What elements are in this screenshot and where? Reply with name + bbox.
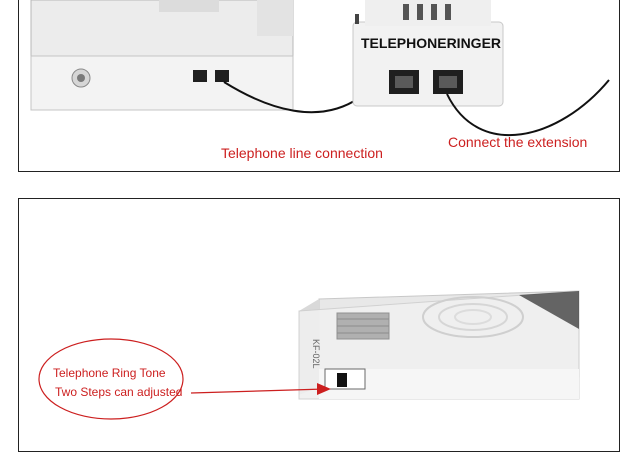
callout-ellipse: [38, 338, 184, 420]
extension-cable: [446, 79, 610, 137]
callout-text-two-steps: Two Steps can adjusted: [55, 385, 183, 399]
ringer-device: TELEPHONERINGER: [352, 0, 504, 107]
callout-arrow: [190, 383, 331, 395]
top-photo-panel: TELEPHONERINGER Telephone line connectio…: [18, 0, 620, 172]
telephone-base: [30, 0, 294, 111]
ringer-side-view: KF-02L: [298, 290, 580, 400]
side-label: KF-02L: [311, 339, 321, 369]
bottom-photo-panel: KF-02L Telephone Ring Tone Two Steps can…: [18, 198, 620, 452]
device-label: TELEPHONERINGER: [361, 35, 501, 51]
caption-line-connection: Telephone line connection: [221, 145, 383, 161]
callout-text-ring-tone: Telephone Ring Tone: [53, 366, 166, 380]
caption-extension: Connect the extension: [448, 134, 588, 150]
bottom-photo: KF-02L: [38, 290, 580, 420]
top-photo: TELEPHONERINGER: [30, 0, 610, 137]
